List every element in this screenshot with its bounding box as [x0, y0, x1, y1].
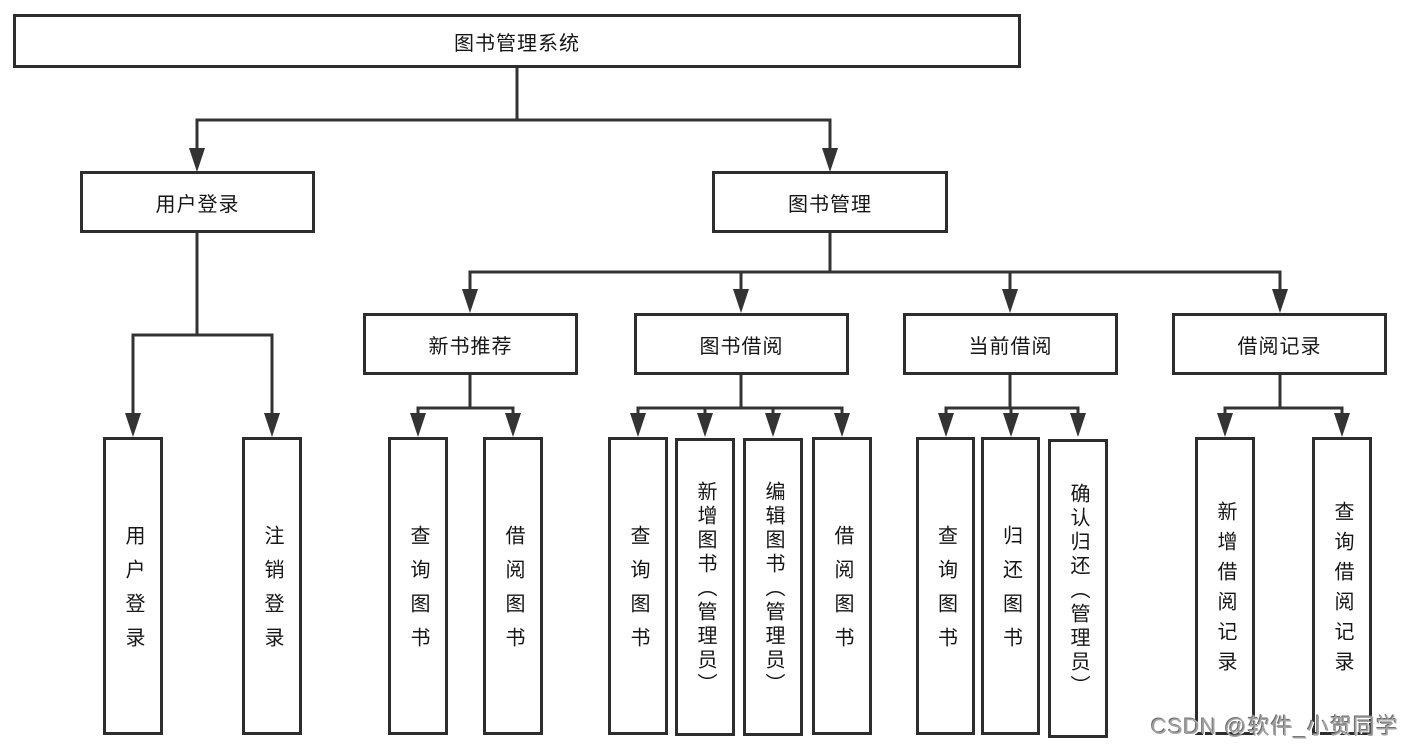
leaf-nb-query-book-label: 查询图书 — [407, 525, 429, 661]
csdn-watermark: CSDN @软件_小贺同学 — [1150, 714, 1399, 739]
leaf-bb-query-book: 查询图书 — [608, 437, 668, 735]
leaf-bb-query-book-label: 查询图书 — [627, 525, 649, 661]
node-user-login-branch: 用户登录 — [80, 171, 315, 233]
leaf-logout-label: 注销登录 — [261, 525, 283, 661]
leaf-br-add-record: 新增借阅记录 — [1195, 437, 1255, 735]
leaf-bb-edit-book-admin: 编辑图书（管理员） — [743, 438, 803, 736]
system-title-label: 图书管理系统 — [454, 32, 580, 55]
new-book-recommendation-label: 新书推荐 — [428, 335, 513, 358]
leaf-user-login-label: 用户登录 — [122, 525, 144, 661]
leaf-br-query-record: 查询借阅记录 — [1312, 437, 1372, 735]
book-borrowing-label: 图书借阅 — [699, 335, 784, 358]
leaf-user-login: 用户登录 — [103, 437, 163, 735]
leaf-nb-borrow-book-label: 借阅图书 — [502, 525, 524, 661]
node-system-title: 图书管理系统 — [13, 14, 1021, 68]
leaf-nb-borrow-book: 借阅图书 — [483, 437, 543, 735]
leaf-bb-add-book-admin: 新增图书（管理员） — [675, 438, 735, 736]
book-management-branch-label: 图书管理 — [788, 193, 872, 216]
leaf-bb-add-book-admin-label: 新增图书（管理员） — [694, 481, 716, 697]
borrowing-records-label: 借阅记录 — [1237, 335, 1322, 358]
leaf-bb-borrow-book-label: 借阅图书 — [831, 525, 853, 661]
leaf-bb-edit-book-admin-label: 编辑图书（管理员） — [762, 481, 784, 697]
leaf-cb-query-book-label: 查询图书 — [934, 525, 957, 661]
current-borrowing-label: 当前借阅 — [968, 335, 1053, 358]
leaf-br-add-record-label: 新增借阅记录 — [1214, 501, 1236, 681]
node-current-borrowing: 当前借阅 — [903, 313, 1118, 375]
leaf-bb-borrow-book: 借阅图书 — [812, 437, 872, 735]
leaf-cb-return-book-label: 归还图书 — [999, 525, 1022, 661]
node-book-management-branch: 图书管理 — [712, 171, 948, 233]
node-borrowing-records: 借阅记录 — [1172, 313, 1387, 375]
leaf-logout: 注销登录 — [242, 437, 302, 735]
node-book-borrowing: 图书借阅 — [634, 313, 849, 375]
leaf-cb-confirm-return-admin: 确认归还（管理员） — [1048, 439, 1108, 738]
leaf-cb-query-book: 查询图书 — [916, 437, 975, 735]
leaf-cb-confirm-return-admin-label: 确认归还（管理员） — [1067, 482, 1089, 699]
user-login-branch-label: 用户登录 — [155, 193, 240, 216]
leaf-cb-return-book: 归还图书 — [981, 437, 1040, 735]
leaf-nb-query-book: 查询图书 — [388, 437, 448, 735]
node-new-book-recommendation: 新书推荐 — [363, 313, 578, 375]
leaf-br-query-record-label: 查询借阅记录 — [1331, 501, 1353, 681]
